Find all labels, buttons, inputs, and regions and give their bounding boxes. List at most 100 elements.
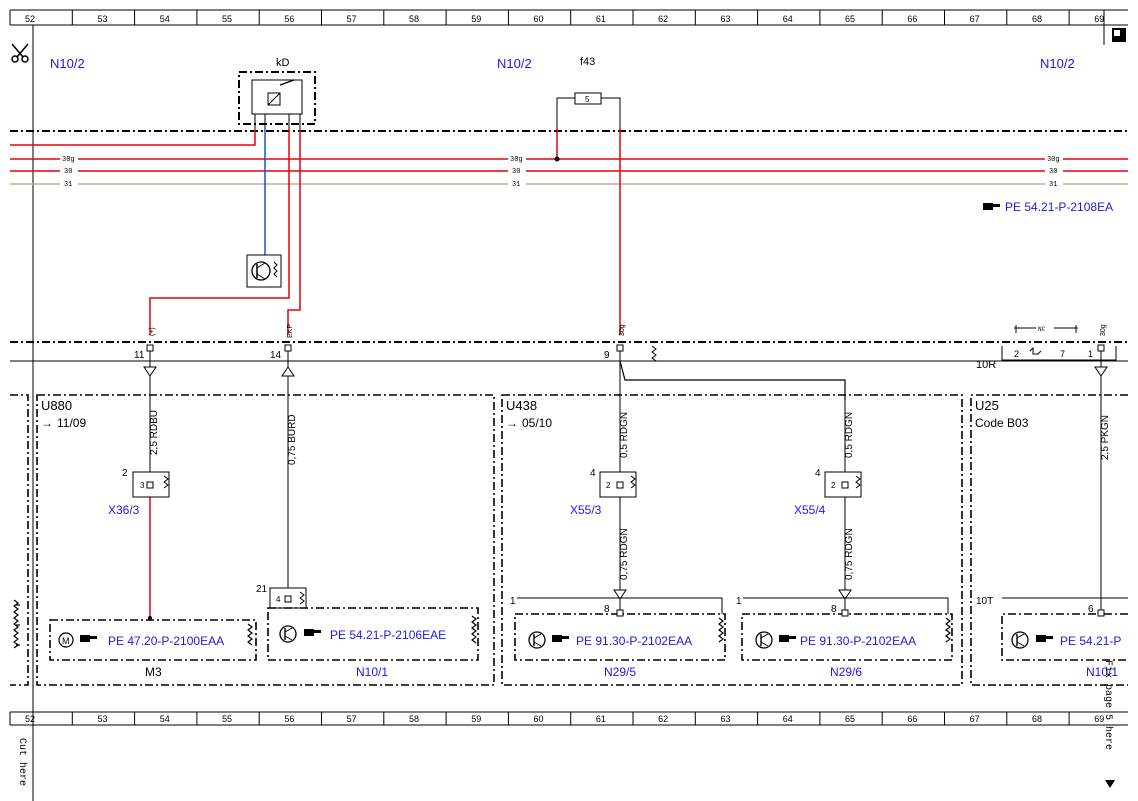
block-10r-label: 10R <box>976 359 996 371</box>
pointing-hand-icon <box>983 203 1000 210</box>
wire-label-1: 2,5 RDBU <box>149 410 160 455</box>
ruler-top-number: 61 <box>596 14 606 24</box>
ruler-top-number: 65 <box>845 14 855 24</box>
relay-label: kD <box>276 57 290 69</box>
ruler-top-number: 60 <box>534 14 544 24</box>
ruler-top-number: 62 <box>658 14 668 24</box>
bus-30-mid: 30 <box>512 168 520 176</box>
n29-6-ref: PE 91.30-P-2102EAA <box>800 634 916 648</box>
module-u25-name: U25 <box>975 398 999 413</box>
ruler-bottom-number: 63 <box>720 714 730 724</box>
module-u438-arrow-icon: → <box>506 416 518 430</box>
page-corner-icon <box>1103 10 1126 45</box>
pin-11-number: 11 <box>134 350 145 361</box>
fuse-f43 <box>574 92 602 105</box>
ruler-top-number: 59 <box>471 14 481 24</box>
bus-31-mid: 31 <box>512 181 520 189</box>
n29-6-pin: 8 <box>831 604 837 615</box>
module-u880-name: U880 <box>41 398 72 413</box>
ruler-bottom-number: 58 <box>409 714 419 724</box>
wire-label-6: 0,75 RDGN <box>844 528 855 580</box>
bus-30g-mid: 30g <box>510 156 523 164</box>
ruler-bottom-number: 55 <box>222 714 232 724</box>
ruler-top-number: 66 <box>907 14 917 24</box>
x55-3-name: X55/3 <box>570 503 602 517</box>
ruler-bottom-number: 62 <box>658 714 668 724</box>
n29-6-box-pin: 1 <box>736 596 742 607</box>
bus-30g-left: 30g <box>62 156 75 164</box>
ruler-top-number: 57 <box>347 14 357 24</box>
n29-6-name: N29/6 <box>830 665 862 679</box>
x55-4-outer: 4 <box>815 468 821 479</box>
n10-1-ref: PE 54.21-P-2106EAE <box>330 628 446 642</box>
wire-label-4: 0,5 RDGN <box>844 412 855 458</box>
ruler-top-number: 69 <box>1094 14 1104 24</box>
wire-label-2: 0,75 BURD <box>287 414 298 465</box>
wire-label-5: 0,75 RDGN <box>619 528 630 580</box>
bus-31-left: 31 <box>64 181 72 189</box>
module-u438-ref: 05/10 <box>522 416 552 430</box>
pin-14-label: EKP <box>287 324 294 338</box>
x55-3-outer: 4 <box>590 468 596 479</box>
pin-9: 30g 9 <box>604 324 846 400</box>
ruler-bottom-number: 69 <box>1094 714 1104 724</box>
relay-kd-inner <box>251 79 303 115</box>
scissors-icon <box>11 43 29 63</box>
ruler-bottom-number: 52 <box>25 714 35 724</box>
c21-inner: 4 <box>276 595 281 604</box>
bus-30-right: 30 <box>1049 168 1057 176</box>
n10-1b-pin: 6 <box>1088 604 1094 615</box>
fuse-label: f43 <box>580 56 595 68</box>
pin-1-label: 30g <box>1100 324 1107 336</box>
fix-page-text: Fix page 5 here <box>1102 660 1114 750</box>
hand-icon-n10-1b <box>1036 635 1053 642</box>
bus-31-right: 31 <box>1049 181 1057 189</box>
transistor-icon-n10-1 <box>279 625 297 643</box>
n29-5-box-pin: 1 <box>510 596 516 607</box>
n10-1b-box-pin: 10T <box>976 596 993 607</box>
ruler-top-number: 52 <box>25 14 35 24</box>
transistor-icon <box>246 254 282 288</box>
ruler-bottom-number: 59 <box>471 714 481 724</box>
wire-label-7: 2,5 PKGN <box>1100 415 1111 460</box>
ruler-bottom-number: 53 <box>97 714 107 724</box>
ruler-bottom-number: 61 <box>596 714 606 724</box>
n10-1b-name: N10/1 <box>1086 665 1118 679</box>
n10-left-label: N10/2 <box>50 56 85 71</box>
module-u438-name: U438 <box>506 398 537 413</box>
pin-7-number: 7 <box>1060 349 1065 359</box>
pin-9-label: 30g <box>619 324 626 336</box>
transistor-icon-n29-6 <box>755 631 773 649</box>
x36-3-name: X36/3 <box>108 503 140 517</box>
transistor-icon-n10-1b <box>1011 631 1029 649</box>
ruler-top-number: 55 <box>222 14 232 24</box>
c21-outer: 21 <box>256 584 268 595</box>
ruler-top-number: 68 <box>1032 14 1042 24</box>
n29-5-name: N29/5 <box>604 665 636 679</box>
ruler-bottom-number: 64 <box>783 714 793 724</box>
module-u25-code: Code B03 <box>975 416 1029 430</box>
n10-right-label: N10/2 <box>1040 56 1075 71</box>
fuse-number: 5 <box>585 95 590 104</box>
connector-x36-3: 2 3 X36/3 <box>108 468 170 517</box>
ruler-bottom-number: 67 <box>970 714 980 724</box>
pin-14: EKP 14 <box>270 324 295 377</box>
n10-1b-ref: PE 54.21-P <box>1060 634 1121 648</box>
pin-1-number: 1 <box>1088 349 1093 359</box>
x55-4-inner: 2 <box>831 481 836 490</box>
relay-coil-icon <box>267 79 295 106</box>
component-n10-1b <box>1001 613 1128 661</box>
connector-x55-3: 4 2 X55/3 <box>570 468 637 517</box>
bus-lines <box>10 158 1128 185</box>
ruler-top-number: 58 <box>409 14 419 24</box>
x55-4-name: X55/4 <box>794 503 826 517</box>
cut-here-text: Cut here <box>16 738 28 786</box>
hand-icon-n10-1 <box>304 629 321 636</box>
x36-3-outer: 2 <box>122 468 128 479</box>
ruler-bottom-number: 68 <box>1032 714 1042 724</box>
pin-9-number: 9 <box>604 350 610 361</box>
n29-5-ref: PE 91.30-P-2102EAA <box>576 634 692 648</box>
pin-14-number: 14 <box>270 350 282 361</box>
